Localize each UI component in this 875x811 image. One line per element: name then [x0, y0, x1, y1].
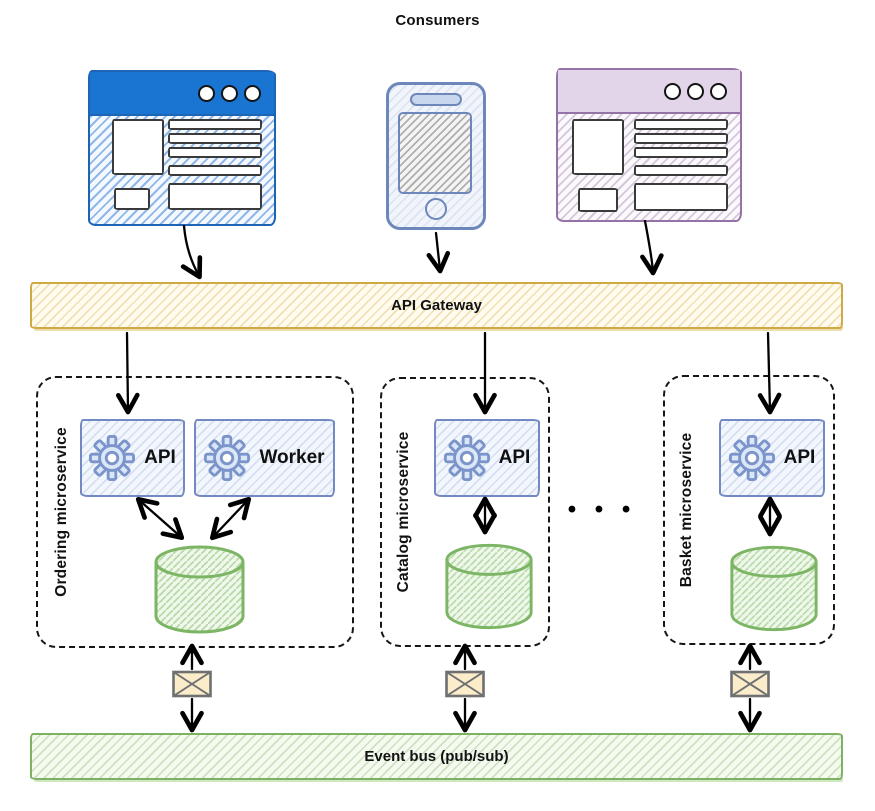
wireframe-line	[634, 147, 728, 158]
wireframe-block	[634, 183, 728, 211]
database-icon	[443, 538, 535, 633]
event-bus-label: Event bus (pub/sub)	[364, 748, 509, 765]
gear-icon	[729, 435, 775, 481]
window-button-icon	[198, 84, 215, 102]
wireframe-line	[634, 119, 728, 130]
catalog-api-service: API	[434, 419, 540, 497]
consumers-title: Consumers	[395, 12, 480, 29]
web-browser-blue	[88, 70, 276, 226]
phone-home-button-icon	[425, 198, 447, 220]
window-button-icon	[687, 82, 704, 100]
database-icon	[728, 540, 820, 635]
wireframe-block	[578, 188, 618, 212]
api-gateway: API Gateway	[30, 282, 843, 329]
wireframe-block	[572, 119, 624, 175]
service-label: API	[498, 447, 531, 468]
catalog-microservice-label: Catalog microservice	[395, 431, 412, 593]
ordering-api-service: API	[80, 419, 185, 497]
ordering-microservice-group: Ordering microservice API Worker	[36, 376, 354, 648]
browser-content	[558, 114, 740, 220]
wireframe-line	[168, 119, 262, 130]
wireframe-line	[168, 165, 262, 176]
web-browser-purple	[556, 68, 742, 222]
window-button-icon	[221, 84, 238, 102]
envelope-icon	[730, 670, 770, 698]
gear-icon	[444, 435, 490, 481]
api-gateway-label: API Gateway	[391, 297, 482, 314]
wireframe-line	[168, 133, 262, 144]
gear-icon	[204, 435, 250, 481]
service-label: API	[783, 447, 816, 468]
mobile-app-device	[386, 82, 486, 230]
service-label: API	[144, 447, 176, 468]
ordering-microservice-label: Ordering microservice	[53, 427, 70, 597]
wireframe-block	[114, 188, 150, 210]
wireframe-line	[634, 165, 728, 176]
basket-microservice-label: Basket microservice	[678, 432, 695, 588]
phone-speaker-icon	[410, 93, 462, 106]
window-button-icon	[664, 82, 681, 100]
gear-icon	[89, 435, 135, 481]
wireframe-line	[168, 147, 262, 158]
envelope-icon	[445, 670, 485, 698]
wireframe-block	[112, 119, 164, 175]
envelope-icon	[172, 670, 212, 698]
ordering-worker-service: Worker	[194, 419, 335, 497]
wireframe-block	[168, 183, 262, 210]
phone-screen	[398, 112, 472, 194]
more-services-ellipsis: • • •	[567, 496, 637, 523]
service-label: Worker	[259, 447, 325, 468]
browser-titlebar	[558, 70, 740, 114]
event-bus: Event bus (pub/sub)	[30, 733, 843, 780]
wireframe-line	[634, 133, 728, 144]
basket-microservice-group: Basket microservice API	[663, 375, 835, 645]
window-button-icon	[244, 84, 261, 102]
browser-content	[90, 116, 274, 224]
basket-api-service: API	[719, 419, 825, 497]
browser-titlebar	[90, 72, 274, 116]
catalog-microservice-group: Catalog microservice API	[380, 377, 550, 647]
window-button-icon	[710, 82, 727, 100]
database-icon	[152, 540, 247, 637]
